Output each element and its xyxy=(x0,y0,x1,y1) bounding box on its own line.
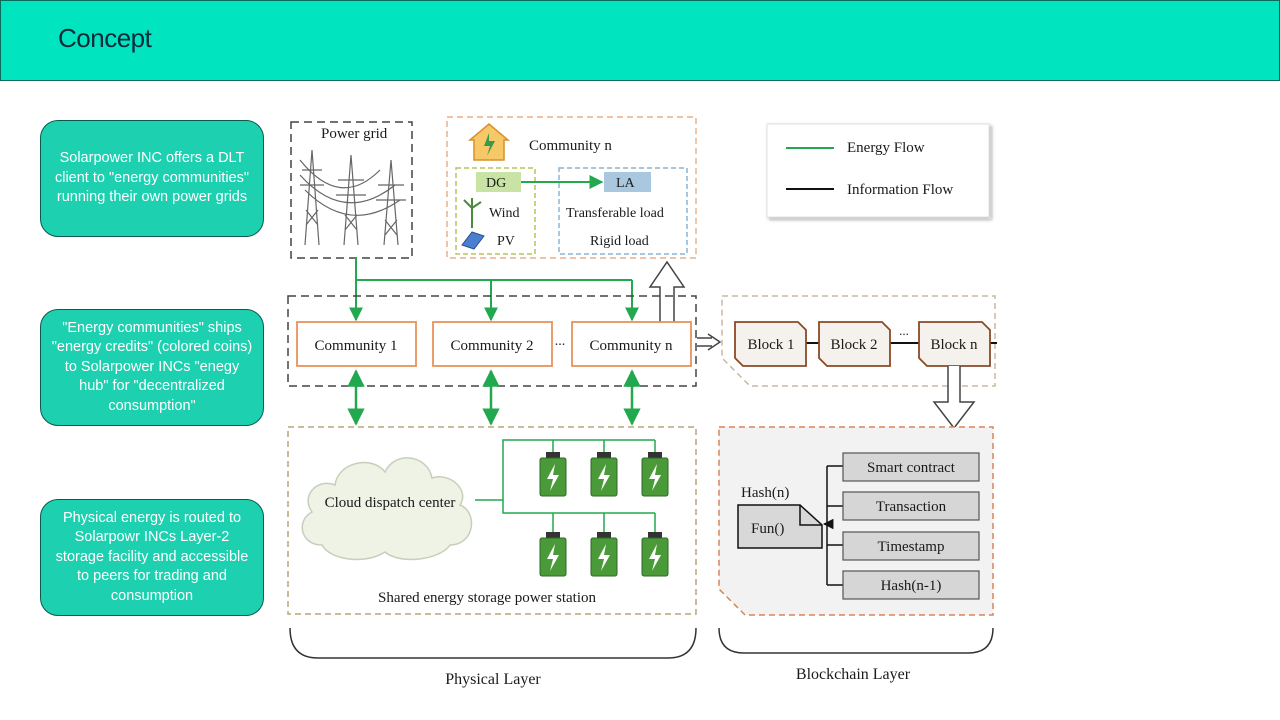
community-n-title: Community n xyxy=(529,138,612,154)
hash-n-label: Hash(n) xyxy=(741,485,789,501)
dg-label: DG xyxy=(486,176,506,191)
block-structure: Hash(n) Fun() Smart contractTransactionT… xyxy=(718,426,994,616)
pylon-icon xyxy=(299,149,406,246)
block-1-label: Block 1 xyxy=(747,337,794,353)
battery-bank xyxy=(539,452,669,577)
note-text: Solarpower INC offers a DLT client to "e… xyxy=(54,150,250,206)
field-connectors xyxy=(822,465,843,586)
solar-panel-icon xyxy=(461,231,485,250)
dg-box xyxy=(476,172,521,192)
wind-label: Wind xyxy=(489,206,520,221)
rigid-load-label: Rigid load xyxy=(590,234,649,249)
block-field-box xyxy=(842,531,980,561)
note-physical-energy: Physical energy is routed to Solarpowr I… xyxy=(40,499,264,616)
battery-icon xyxy=(590,532,618,577)
cloud-label: Cloud dispatch center xyxy=(325,495,456,511)
battery-icon xyxy=(641,452,669,497)
note-text: Physical energy is routed to Solarpowr I… xyxy=(55,509,249,604)
to-blockchain-arrow xyxy=(697,333,722,351)
la-box xyxy=(604,172,651,192)
blocks-ellipsis: ... xyxy=(899,323,909,338)
block-2-box xyxy=(818,321,891,367)
energy-flow-label: Energy Flow xyxy=(847,140,925,156)
power-grid-label: Power grid xyxy=(321,126,388,142)
communities-row: Community 1 Community 2 ... Community n xyxy=(287,295,697,387)
note-dlt-client: Solarpower INC offers a DLT client to "e… xyxy=(40,120,264,237)
community-n-box xyxy=(571,321,692,367)
blockchain-layer-label: Blockchain Layer xyxy=(796,666,911,683)
block-field-label: Smart contract xyxy=(867,460,956,476)
community-1-label: Community 1 xyxy=(315,338,398,354)
block-field-box xyxy=(842,491,980,521)
storage-station-label: Shared energy storage power station xyxy=(378,590,596,606)
community-n-detail: Community n DG Wind PV LA Transferable l… xyxy=(446,116,697,259)
block-field-label: Transaction xyxy=(876,499,947,515)
la-label: LA xyxy=(616,176,636,191)
note-energy-credits: "Energy communities" ships "energy credi… xyxy=(40,309,264,426)
battery-icon xyxy=(539,452,567,497)
block-2-label: Block 2 xyxy=(830,337,877,353)
blockchain-blocks: Block 1 Block 2 ... Block n xyxy=(721,295,997,387)
community-1-box xyxy=(296,321,417,367)
block-1-box xyxy=(734,321,807,367)
block-fields: Smart contractTransactionTimestampHash(n… xyxy=(842,452,980,600)
block-n-label: Block n xyxy=(930,337,978,353)
physical-layer-label: Physical Layer xyxy=(445,671,541,688)
note-text: "Energy communities" ships "energy credi… xyxy=(51,319,253,414)
block-field-box xyxy=(842,452,980,482)
physical-layer-brace xyxy=(289,627,697,659)
wind-turbine-icon xyxy=(463,198,482,228)
document-icon xyxy=(737,504,823,549)
legend: Energy Flow Information Flow xyxy=(766,123,993,221)
battery-icon xyxy=(539,532,567,577)
storage-exchange-arrows xyxy=(347,369,641,426)
block-field-label: Hash(n-1) xyxy=(881,578,942,594)
expand-up-arrow xyxy=(648,260,686,322)
block-field-label: Timestamp xyxy=(878,539,945,555)
block-n-box xyxy=(918,321,991,367)
battery-icon xyxy=(641,532,669,577)
communities-ellipsis: ... xyxy=(555,334,566,349)
battery-icon xyxy=(590,452,618,497)
pv-label: PV xyxy=(497,234,515,249)
community-2-box xyxy=(432,321,553,367)
house-icon xyxy=(467,123,511,161)
storage-station: Cloud dispatch center Shared energy stor… xyxy=(287,426,697,615)
expand-down-arrow xyxy=(932,366,976,430)
header-bar: Concept xyxy=(0,0,1280,81)
community-n-label: Community n xyxy=(590,338,673,354)
cloud-icon xyxy=(301,457,473,561)
information-flow-label: Information Flow xyxy=(847,182,953,198)
page-title: Concept xyxy=(58,23,152,53)
power-grid: Power grid xyxy=(290,121,413,259)
blockchain-layer-brace xyxy=(718,627,994,654)
transferable-load-label: Transferable load xyxy=(566,206,664,221)
block-field-box xyxy=(842,570,980,600)
fun-label: Fun() xyxy=(751,521,784,537)
community-2-label: Community 2 xyxy=(451,338,534,354)
grid-energy-flow xyxy=(349,258,639,322)
battery-wiring xyxy=(475,439,656,532)
